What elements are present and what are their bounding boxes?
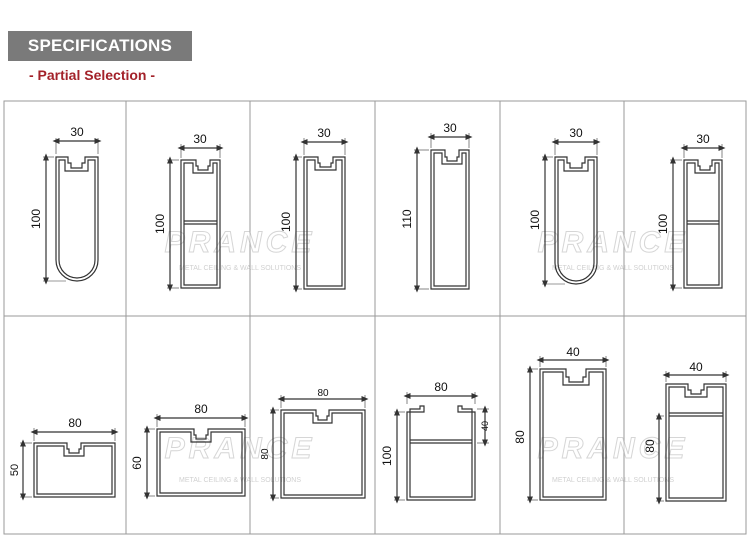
profile-8 [144, 414, 249, 500]
watermark-tagline: METAL CEILING & WALL SOLUTIONS [179, 477, 301, 484]
dim-height-1: 100 [29, 209, 43, 229]
dim-width-7: 80 [68, 416, 82, 430]
profile-7 [20, 428, 119, 501]
profile-drawings: PRANCE METAL CEILING & WALL SOLUTIONS PR… [3, 100, 747, 535]
dim-height-6: 100 [656, 214, 670, 234]
specifications-banner: SPECIFICATIONS [8, 31, 192, 61]
watermark-tagline: METAL CEILING & WALL SOLUTIONS [179, 265, 301, 272]
dim-width-12: 40 [689, 360, 703, 374]
dim-width-2: 30 [193, 132, 207, 146]
dim-height-7: 50 [9, 464, 21, 476]
dim-height-5: 100 [528, 210, 542, 230]
page-subtitle: - Partial Selection - [29, 67, 156, 83]
profile-4 [414, 133, 473, 293]
dim-height-11: 80 [513, 430, 527, 444]
watermark-tagline: METAL CEILING & WALL SOLUTIONS [552, 265, 674, 272]
dim-height-9: 80 [260, 448, 271, 460]
dim-width-9: 80 [317, 388, 329, 399]
profile-2 [167, 144, 224, 292]
page-title: SPECIFICATIONS [27, 36, 173, 55]
spec-grid [3, 100, 747, 535]
dim-width-3: 30 [317, 126, 331, 140]
dim-height-8: 60 [130, 456, 144, 470]
dim-height-4: 110 [400, 209, 414, 228]
profile-6 [670, 144, 726, 292]
dim-width-1: 30 [70, 125, 84, 139]
watermark-brand: PRANCE [538, 226, 689, 259]
dim-width-5: 30 [569, 126, 583, 140]
dim-width-4: 30 [443, 121, 457, 135]
dim-lip-10: 40 [480, 421, 490, 431]
dim-width-10: 80 [434, 380, 448, 394]
dim-height-10: 100 [380, 446, 394, 466]
dim-width-6: 30 [696, 132, 710, 146]
profile-11 [527, 356, 610, 504]
watermark-left: PRANCE METAL CEILING & WALL SOLUTIONS PR… [164, 226, 316, 485]
dim-height-3: 100 [279, 212, 293, 232]
watermark-tagline: METAL CEILING & WALL SOLUTIONS [552, 477, 674, 484]
profile-10 [394, 392, 489, 504]
dim-width-8: 80 [194, 402, 208, 416]
watermark-brand: PRANCE [165, 226, 316, 259]
profile-9 [270, 395, 369, 502]
watermark-brand: PRANCE [165, 432, 316, 465]
profile-12 [656, 371, 730, 505]
dim-height-12: 80 [643, 439, 657, 453]
profile-5 [542, 138, 601, 288]
dim-height-2: 100 [153, 214, 167, 234]
profile-3 [293, 138, 349, 293]
profile-1 [43, 138, 102, 285]
dim-width-11: 40 [566, 345, 580, 359]
